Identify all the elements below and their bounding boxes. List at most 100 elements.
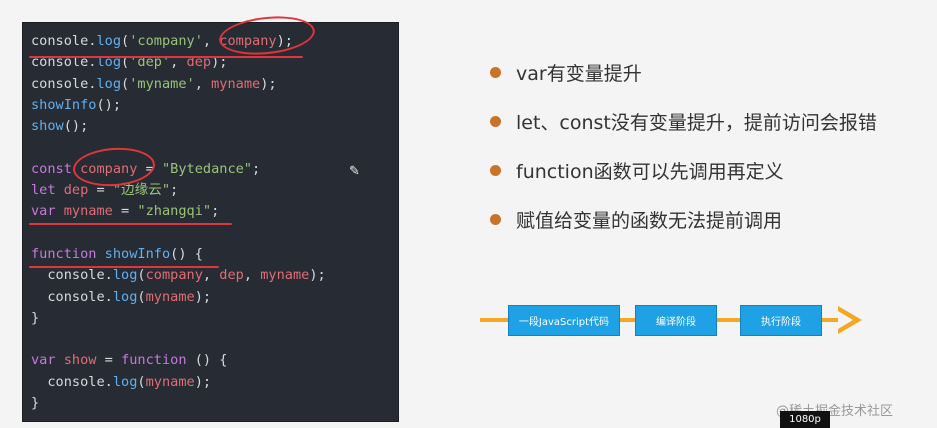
code-token: console. — [31, 288, 113, 305]
code-token: ); — [260, 75, 277, 92]
code-token: company — [145, 267, 203, 284]
code-token: , — [243, 267, 261, 284]
bullet-item: 赋值给变量的函数无法提前调用 — [490, 195, 877, 244]
code-panel: console.log('company', company);console.… — [22, 12, 399, 422]
code-token: = — [96, 352, 122, 369]
code-token: ( — [137, 288, 146, 305]
code-line: console.log('company', company); — [31, 31, 326, 52]
code-token: myname — [211, 75, 261, 92]
bullet-list: var有变量提升 let、const没有变量提升，提前访问会报错 functio… — [490, 48, 877, 244]
code-token: () { — [194, 352, 228, 369]
bullet-text: var有变量提升 — [516, 63, 642, 85]
code-token: (); — [96, 96, 122, 113]
code-token: log — [96, 75, 122, 92]
code-token: , — [194, 75, 212, 92]
code-line: var show = function () { — [31, 350, 326, 371]
code-token: const — [31, 160, 81, 177]
code-line: console.log('dep', dep); — [31, 52, 326, 73]
code-token: = — [88, 182, 113, 199]
code-token: ( — [121, 75, 130, 92]
code-line: showInfo(); — [31, 95, 326, 116]
code-token: (); — [63, 118, 89, 135]
code-token: ); — [276, 33, 293, 49]
code-token: log — [96, 54, 122, 71]
code-token: log — [112, 373, 138, 390]
code-token: ( — [137, 373, 146, 390]
code-token: dep — [63, 182, 89, 199]
code-line: const company = "Bytedance"; — [31, 159, 326, 180]
code-token: company — [219, 33, 277, 49]
code-token: "Bytedance" — [161, 160, 252, 177]
code-token: myname — [260, 267, 310, 284]
code-line — [31, 137, 326, 158]
code-token: ); — [194, 288, 212, 305]
code-token: console. — [31, 75, 97, 92]
bullet-text: function函数可以先调用再定义 — [516, 161, 784, 183]
code-token: } — [31, 395, 40, 412]
bullet-text: let、const没有变量提升，提前访问会报错 — [516, 112, 877, 134]
code-token: ; — [252, 160, 261, 177]
stage-source-code: 一段JavaScript代码 — [508, 305, 620, 336]
code-token: showInfo — [31, 96, 97, 113]
code-token: var — [31, 352, 64, 369]
bullet-dot-icon — [490, 165, 501, 176]
code-token: function — [31, 245, 105, 262]
code-token: ( — [137, 267, 146, 284]
code-line: console.log(myname); — [31, 372, 326, 393]
code-token: , — [170, 54, 187, 71]
bullet-dot-icon — [490, 214, 501, 225]
code-token: 'company' — [129, 33, 203, 49]
code-block: console.log('company', company);console.… — [31, 31, 326, 414]
code-token: show — [63, 352, 97, 369]
code-line — [31, 223, 326, 244]
code-token: log — [112, 267, 138, 284]
code-line: } — [31, 308, 326, 329]
code-token: console. — [31, 267, 113, 284]
code-token: log — [112, 288, 138, 305]
bullet-dot-icon — [490, 67, 501, 78]
code-token: myname — [145, 288, 195, 305]
code-token: ( — [121, 33, 130, 49]
annotation-underline — [29, 223, 232, 225]
code-token: myname — [145, 373, 195, 390]
code-line: console.log(myname); — [31, 287, 326, 308]
code-token: , — [202, 267, 220, 284]
code-token: ); — [194, 373, 212, 390]
code-token: ; — [211, 203, 220, 220]
code-token: ); — [211, 54, 228, 71]
bullet-item: function函数可以先调用再定义 — [490, 146, 877, 195]
pen-cursor-icon: ✎ — [349, 164, 360, 179]
stage-compile: 编译阶段 — [635, 305, 717, 336]
code-token: = — [137, 160, 162, 177]
bullet-item: var有变量提升 — [490, 48, 877, 97]
code-token: let — [31, 182, 64, 199]
code-token: = — [112, 203, 138, 220]
code-token: show — [31, 118, 64, 135]
code-token: myname — [63, 203, 113, 220]
code-token: company — [80, 160, 138, 177]
code-line: console.log('myname', myname); — [31, 74, 326, 95]
code-token: console. — [31, 54, 97, 71]
code-token: log — [96, 33, 122, 49]
stage-execute: 执行阶段 — [740, 305, 822, 336]
code-line: function showInfo() { — [31, 244, 326, 265]
code-line: let dep = "边缘云"; — [31, 180, 326, 201]
code-token: , — [202, 33, 220, 49]
code-token: ( — [121, 54, 130, 71]
code-token: () { — [170, 245, 203, 262]
code-token: "zhangqi" — [137, 203, 212, 220]
code-line: var myname = "zhangqi"; — [31, 201, 326, 222]
bullet-item: let、const没有变量提升，提前访问会报错 — [490, 97, 877, 146]
code-line: show(); — [31, 116, 326, 137]
code-token: showInfo — [104, 245, 171, 262]
code-line — [31, 329, 326, 350]
bullet-dot-icon — [490, 116, 501, 127]
code-token: } — [31, 309, 40, 326]
annotation-underline — [29, 266, 219, 268]
code-token: 'dep' — [129, 54, 171, 71]
flow-arrow-head-inner — [838, 311, 853, 329]
resolution-badge[interactable]: 1080p — [780, 411, 830, 428]
code-line: console.log(company, dep, myname); — [31, 265, 325, 286]
annotation-underline — [29, 56, 303, 58]
code-token: dep — [186, 54, 212, 71]
